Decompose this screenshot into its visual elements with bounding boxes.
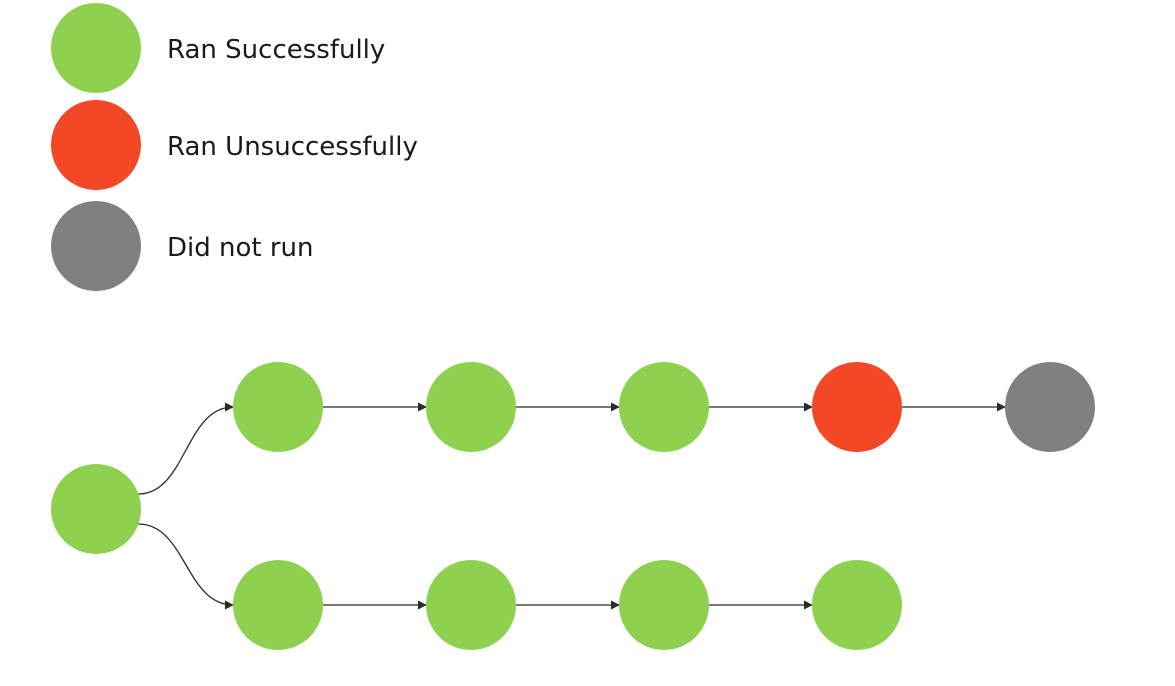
legend-item-success: Ran Successfully <box>51 3 385 93</box>
branch-2-node-4 <box>812 560 902 650</box>
branch-2-node-2 <box>426 560 516 650</box>
legend-swatch-success <box>51 3 141 93</box>
branch-1-node-5 <box>1005 362 1095 452</box>
branch-1-node-3 <box>619 362 709 452</box>
root-node <box>51 464 141 554</box>
legend-label-not-run: Did not run <box>167 233 314 263</box>
branch-1-node-2 <box>426 362 516 452</box>
branch-1-node-4 <box>812 362 902 452</box>
legend-item-failure: Ran Unsuccessfully <box>51 100 418 190</box>
legend-item-not-run: Did not run <box>51 201 314 291</box>
legend-swatch-failure <box>51 100 141 190</box>
legend-label-success: Ran Successfully <box>167 35 385 65</box>
legend-label-failure: Ran Unsuccessfully <box>167 132 418 162</box>
edge-root-branch-1 <box>138 402 234 495</box>
branch-2-node-3 <box>619 560 709 650</box>
branch-2-node-1 <box>233 560 323 650</box>
branch-1-node-1 <box>233 362 323 452</box>
graph-nodes <box>51 362 1095 650</box>
graph-edges <box>138 402 1006 610</box>
edge-root-branch-2 <box>138 523 234 610</box>
legend: Ran Successfully Ran Unsuccessfully Did … <box>51 3 418 291</box>
legend-swatch-not-run <box>51 201 141 291</box>
